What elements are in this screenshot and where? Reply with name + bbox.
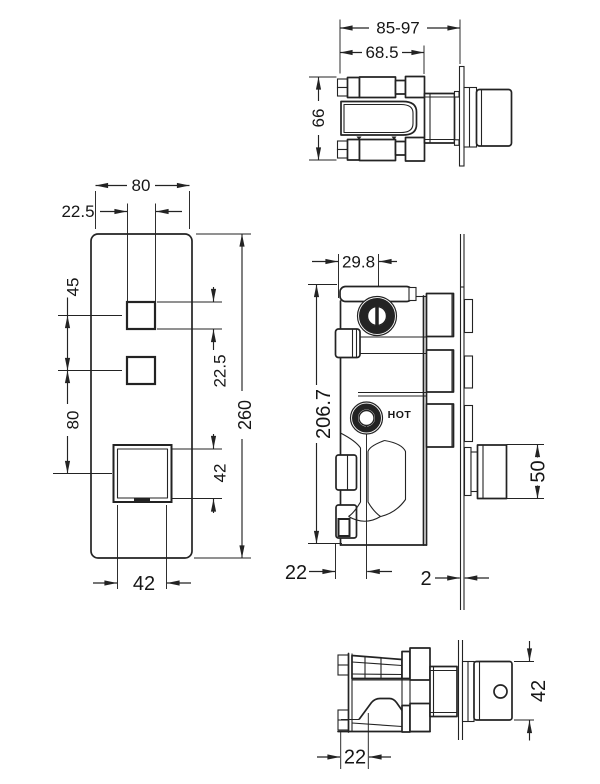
dim-plate-height-260: 260 bbox=[235, 233, 255, 558]
bottom-view: 42 22 bbox=[317, 640, 550, 769]
dim-68-5: 68.5 bbox=[339, 43, 424, 62]
knob-bottom-view bbox=[473, 660, 513, 721]
knob-screw-hole bbox=[493, 684, 508, 699]
trim-plate bbox=[90, 233, 193, 559]
dim-22-bottom-view-label: 22 bbox=[344, 747, 366, 769]
dim-knob-height-label: 42 bbox=[211, 464, 230, 483]
knob-top-view bbox=[475, 88, 513, 147]
dim-button-width-label: 22.5 bbox=[61, 202, 94, 221]
bottom-view-extension-lines bbox=[340, 661, 534, 769]
dim-plate-thickness-label: 2 bbox=[420, 568, 431, 590]
wall-plate-top-view bbox=[458, 65, 465, 167]
dim-42-bottom-view: 42 bbox=[526, 641, 550, 741]
dim-front-width-80: 80 bbox=[95, 176, 190, 195]
dim-68-5-label: 68.5 bbox=[365, 43, 398, 62]
section-extension-lines bbox=[308, 254, 544, 579]
dim-42-bottom-view-label: 42 bbox=[528, 680, 550, 702]
dim-29-8: 29.8 bbox=[312, 253, 397, 272]
dim-knob-height-42: 42 bbox=[211, 434, 230, 513]
top-view: 85-97 68.5 66 bbox=[309, 18, 513, 167]
dim-knob-spacing-label: 80 bbox=[64, 411, 83, 430]
dim-85-97: 85-97 bbox=[339, 18, 460, 38]
dim-66-label: 66 bbox=[309, 109, 328, 128]
front-view-body bbox=[90, 233, 193, 559]
dim-button-height-22-5: 22.5 bbox=[211, 287, 230, 388]
dim-206-7: 206.7 bbox=[313, 284, 335, 544]
dim-22-section: 22 bbox=[285, 562, 392, 584]
dim-2-plate: 2 bbox=[420, 568, 489, 590]
dim-plate-height-label: 260 bbox=[235, 400, 255, 430]
dim-22-bottom-view: 22 bbox=[317, 747, 391, 769]
dim-button-width-22-5: 22.5 bbox=[61, 202, 182, 221]
dim-body-height-label: 206.7 bbox=[313, 389, 335, 439]
temperature-knob-front bbox=[112, 444, 173, 503]
hot-label: HOT bbox=[388, 409, 412, 421]
bottom-view-body bbox=[337, 640, 513, 740]
inlet-port-top bbox=[356, 295, 398, 337]
front-view-extension-lines bbox=[53, 191, 251, 589]
dim-85-97-label: 85-97 bbox=[376, 19, 419, 38]
dim-knob-width-42: 42 bbox=[93, 573, 191, 595]
button-top bbox=[125, 300, 157, 331]
dim-50: 50 bbox=[527, 444, 550, 499]
dim-knob-diameter-label: 50 bbox=[528, 460, 550, 482]
dim-22-section-label: 22 bbox=[285, 562, 307, 584]
section-body: HOT bbox=[334, 234, 508, 610]
dim-knob-width-label: 42 bbox=[133, 573, 155, 595]
dim-button-spacing-label: 45 bbox=[64, 278, 83, 297]
top-view-body bbox=[336, 65, 513, 167]
section-view: HOT 29.8 bbox=[285, 234, 550, 610]
front-view: 80 22.5 45 80 22.5 bbox=[53, 176, 255, 595]
dim-front-width-80-label: 80 bbox=[132, 176, 151, 195]
knob-section-view bbox=[476, 444, 508, 500]
button-bottom bbox=[125, 355, 157, 386]
dim-button-height-label: 22.5 bbox=[211, 354, 230, 387]
dim-knob-spacing-80: 80 bbox=[64, 370, 83, 474]
top-view-extension-lines bbox=[309, 19, 461, 161]
dim-port-offset-label: 29.8 bbox=[342, 253, 375, 272]
dim-66: 66 bbox=[309, 76, 328, 160]
cartridge-outline bbox=[340, 100, 418, 136]
dim-button-spacing-45: 45 bbox=[64, 278, 83, 371]
